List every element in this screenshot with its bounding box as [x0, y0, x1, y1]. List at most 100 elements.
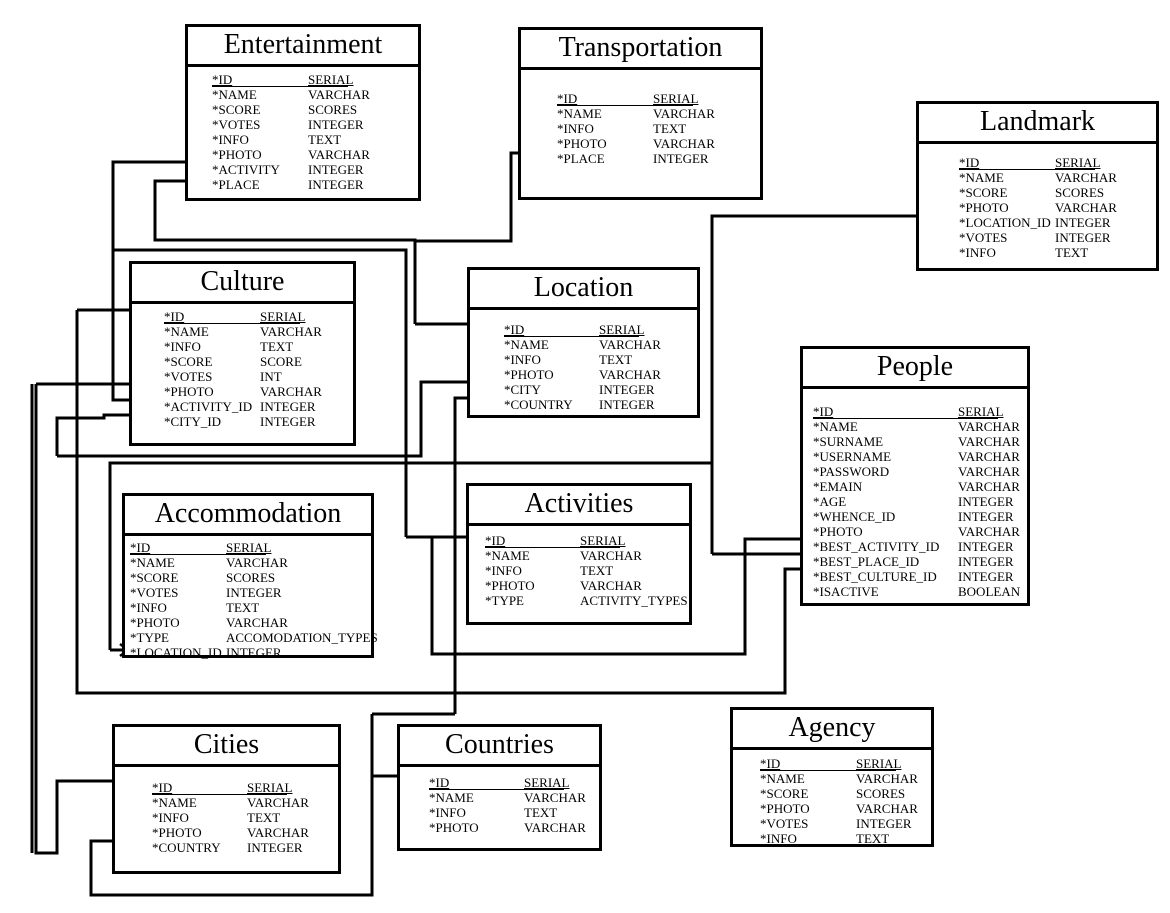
primary-key-underline — [152, 794, 287, 795]
field-type: TEXT — [524, 805, 558, 820]
field-name: *PHOTO — [152, 825, 202, 840]
primary-key-underline — [429, 789, 564, 790]
field-type: INTEGER — [1055, 215, 1111, 230]
field-name: *PLACE — [212, 177, 260, 192]
field-type: TEXT — [653, 121, 687, 136]
field-name: *LOCATION_ID — [959, 215, 1051, 230]
field-type: INTEGER — [958, 494, 1014, 509]
field-type: VARCHAR — [260, 324, 322, 339]
table-title: Cities — [115, 727, 338, 767]
field-type: INTEGER — [958, 509, 1014, 524]
primary-key-underline — [212, 86, 348, 87]
primary-key-underline — [130, 554, 266, 555]
field-name: *INFO — [130, 600, 167, 615]
field-type: INTEGER — [247, 840, 303, 855]
field-name: *PHOTO — [429, 820, 479, 835]
field-name: *NAME — [212, 87, 257, 102]
link-activities-to-people — [430, 537, 812, 656]
field-name: *ID — [760, 756, 781, 771]
field-name: *VOTES — [212, 117, 261, 132]
field-type: SERIAL — [958, 404, 1004, 419]
field-name: *TYPE — [130, 630, 169, 645]
field-name: *ID — [164, 309, 185, 324]
field-type: SCORES — [856, 786, 906, 801]
field-type: VARCHAR — [580, 548, 642, 563]
field-name: *INFO — [212, 132, 249, 147]
field-name: *SCORE — [760, 786, 809, 801]
field-name: *LOCATION_ID — [130, 645, 222, 660]
field-name: *TYPE — [485, 593, 524, 608]
field-type: VARCHAR — [524, 820, 586, 835]
field-type: VARCHAR — [856, 771, 918, 786]
field-name: *INFO — [485, 563, 522, 578]
table-title: Activities — [469, 486, 689, 526]
field-name: *ACTIVITY_ID — [164, 399, 253, 414]
field-name: *ID — [485, 533, 506, 548]
field-type: VARCHAR — [958, 449, 1020, 464]
field-name: *ID — [504, 322, 525, 337]
field-type: VARCHAR — [958, 464, 1020, 479]
field-name: *BEST_ACTIVITY_ID — [813, 539, 940, 554]
link-location-to-entertainment — [153, 179, 417, 324]
primary-key-underline — [504, 336, 639, 337]
field-type: INTEGER — [653, 151, 709, 166]
field-type: VARCHAR — [524, 790, 586, 805]
field-type: SERIAL — [247, 780, 293, 795]
field-name: *SCORE — [164, 354, 213, 369]
field-name: *COUNTRY — [152, 840, 221, 855]
field-type: VARCHAR — [226, 615, 288, 630]
field-name: *NAME — [429, 790, 474, 805]
field-type: SCORES — [308, 102, 358, 117]
field-type: TEXT — [1055, 245, 1089, 260]
field-type: VARCHAR — [958, 419, 1020, 434]
field-name: *NAME — [504, 337, 549, 352]
field-type: VARCHAR — [599, 367, 661, 382]
field-type: VARCHAR — [958, 524, 1020, 539]
field-name: *BEST_PLACE_ID — [813, 554, 920, 569]
field-type: VARCHAR — [247, 825, 309, 840]
link-cities-outline — [57, 380, 503, 458]
table-title: Agency — [733, 710, 931, 750]
field-type: VARCHAR — [1055, 170, 1117, 185]
table-title: Countries — [400, 727, 599, 767]
field-type: VARCHAR — [958, 479, 1020, 494]
field-type: INTEGER — [226, 585, 282, 600]
field-type: VARCHAR — [599, 337, 661, 352]
field-type: VARCHAR — [580, 578, 642, 593]
field-name: *NAME — [813, 419, 858, 434]
field-type: SERIAL — [580, 533, 626, 548]
field-name: *ID — [130, 540, 151, 555]
field-type: INTEGER — [958, 554, 1014, 569]
field-type: INTEGER — [226, 645, 282, 660]
field-type: SERIAL — [856, 756, 902, 771]
field-type: SERIAL — [524, 775, 570, 790]
field-name: *AGE — [813, 494, 847, 509]
field-name: *WHENCE_ID — [813, 509, 896, 524]
field-name: *INFO — [959, 245, 996, 260]
field-type: VARCHAR — [958, 434, 1020, 449]
field-type: SCORES — [226, 570, 276, 585]
primary-key-underline — [959, 169, 1095, 170]
field-name: *SURNAME — [813, 434, 884, 449]
field-name: *NAME — [152, 795, 197, 810]
field-name: *COUNTRY — [504, 397, 573, 412]
field-type: SERIAL — [260, 309, 306, 324]
field-name: *EMAIN — [813, 479, 863, 494]
field-type: VARCHAR — [247, 795, 309, 810]
field-name: *ID — [959, 155, 980, 170]
field-type: INTEGER — [958, 539, 1014, 554]
field-type: SERIAL — [1055, 155, 1101, 170]
table-title: Culture — [132, 264, 353, 304]
field-type: SERIAL — [308, 72, 354, 87]
primary-key-underline — [485, 547, 620, 548]
field-type: INTEGER — [856, 816, 912, 831]
field-name: *INFO — [164, 339, 201, 354]
primary-key-underline — [557, 105, 693, 106]
link-location-to-landmark — [710, 214, 962, 554]
field-name: *NAME — [485, 548, 530, 563]
